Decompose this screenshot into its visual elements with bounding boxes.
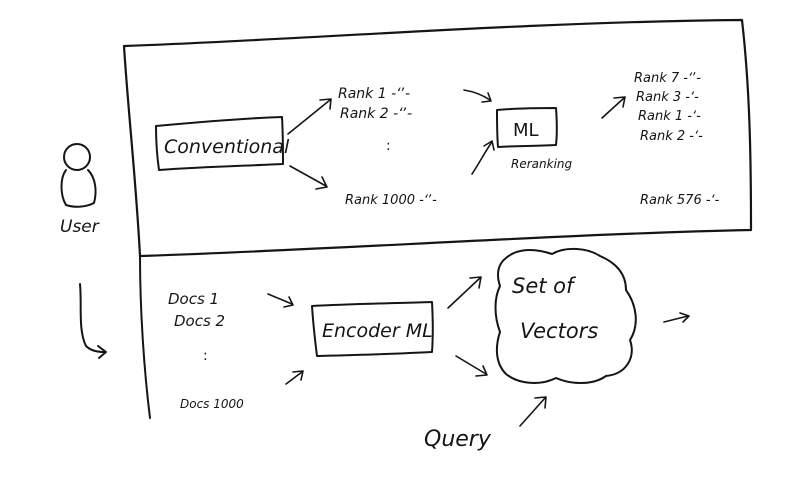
query-label: Query	[424, 427, 492, 452]
encoder-label: Encoder ML	[322, 320, 433, 342]
rank-item: Rank 1 -ʻʼ-	[338, 86, 410, 102]
docs-ellipsis: :	[203, 348, 208, 364]
vectors-line2: Vectors	[520, 319, 598, 343]
rank-item: Rank 2 -ʻʼ-	[340, 106, 412, 122]
ml-label: ML	[513, 120, 539, 141]
rank-to-ml-arrow	[463, 89, 491, 101]
conventional-label: Conventional	[164, 136, 290, 158]
user-arrow	[79, 283, 105, 353]
user-arrow-head	[97, 345, 107, 359]
ml-to-reranked-arrow	[601, 97, 625, 119]
encoder-panel-border	[139, 255, 151, 419]
docs-item: Docs 1	[168, 290, 219, 308]
docs1000-to-encoder-arrow	[285, 371, 303, 385]
docs-item-last: Docs 1000	[180, 397, 244, 411]
ml-box	[496, 107, 558, 148]
conventional-box	[155, 116, 284, 171]
conventional-to-rank1-arrow	[287, 99, 331, 135]
query-to-vectors-arrow	[519, 397, 546, 427]
vectors-out-arrow	[663, 315, 689, 323]
user-label: User	[60, 217, 100, 237]
rank-ellipsis: :	[386, 138, 391, 154]
rank1000-to-ml-arrow	[471, 141, 493, 175]
user-icon	[60, 143, 97, 208]
encoder-to-vectors-lower-arrow	[455, 355, 487, 375]
conventional-panel-border	[122, 18, 753, 258]
reranked-item: Rank 3 -ʻ-	[636, 90, 699, 105]
reranked-item: Rank 1 -ʻ-	[638, 109, 701, 124]
conventional-to-rank1000-arrow	[289, 165, 327, 187]
ml-caption: Reranking	[511, 157, 573, 171]
encoder-box	[311, 301, 434, 357]
reranked-item-last: Rank 576 -ʻ-	[640, 193, 720, 208]
encoder-to-vectors-arrow	[447, 277, 481, 309]
vectors-line1: Set of	[512, 274, 577, 298]
docs-item: Docs 2	[174, 312, 225, 330]
docs-to-encoder-arrow	[267, 293, 293, 305]
vectors-cloud	[494, 248, 637, 384]
rank-item-last: Rank 1000 -ʻʼ-	[345, 193, 437, 208]
reranked-item: Rank 7 -ʻʼ-	[634, 71, 701, 86]
reranked-item: Rank 2 -ʻ-	[640, 129, 703, 144]
